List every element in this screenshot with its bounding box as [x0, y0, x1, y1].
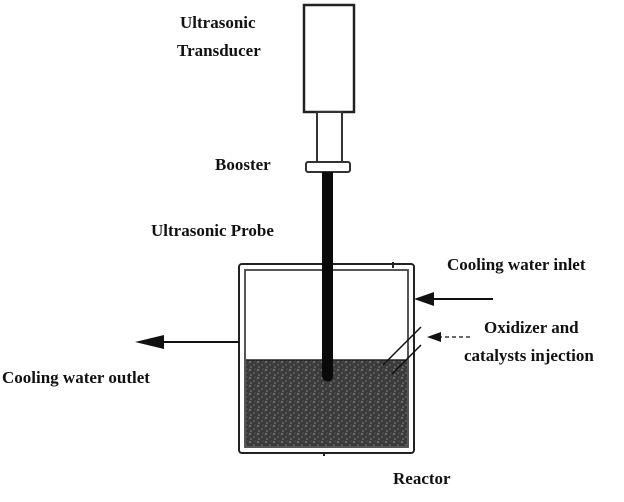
booster: [305, 161, 351, 173]
label-oxidizer-line2: catalysts injection: [464, 346, 594, 365]
ultrasonic-probe: [322, 172, 333, 376]
label-cooling-outlet: Cooling water outlet: [2, 368, 150, 387]
label-oxidizer-line1: Oxidizer and: [484, 318, 579, 337]
ultrasonic-transducer: [302, 3, 356, 114]
label-cooling-inlet: Cooling water inlet: [447, 255, 586, 274]
label-reactor: Reactor: [393, 469, 451, 488]
label-booster: Booster: [215, 155, 271, 174]
probe-tip: [322, 370, 333, 382]
cooling-outlet-arrowhead: [135, 335, 164, 349]
transducer-neck: [316, 111, 343, 163]
injection-line-1: [382, 326, 422, 366]
label-transducer-line2: Transducer: [177, 41, 261, 60]
cooling-inlet-arrowhead: [414, 292, 434, 306]
label-transducer-line1: Ultrasonic: [180, 13, 256, 32]
bottom-tick: [323, 452, 325, 456]
injection-arrowhead: [427, 332, 441, 342]
inlet-tick: [392, 262, 394, 268]
injection-line-2: [391, 344, 422, 375]
label-probe: Ultrasonic Probe: [151, 221, 274, 240]
